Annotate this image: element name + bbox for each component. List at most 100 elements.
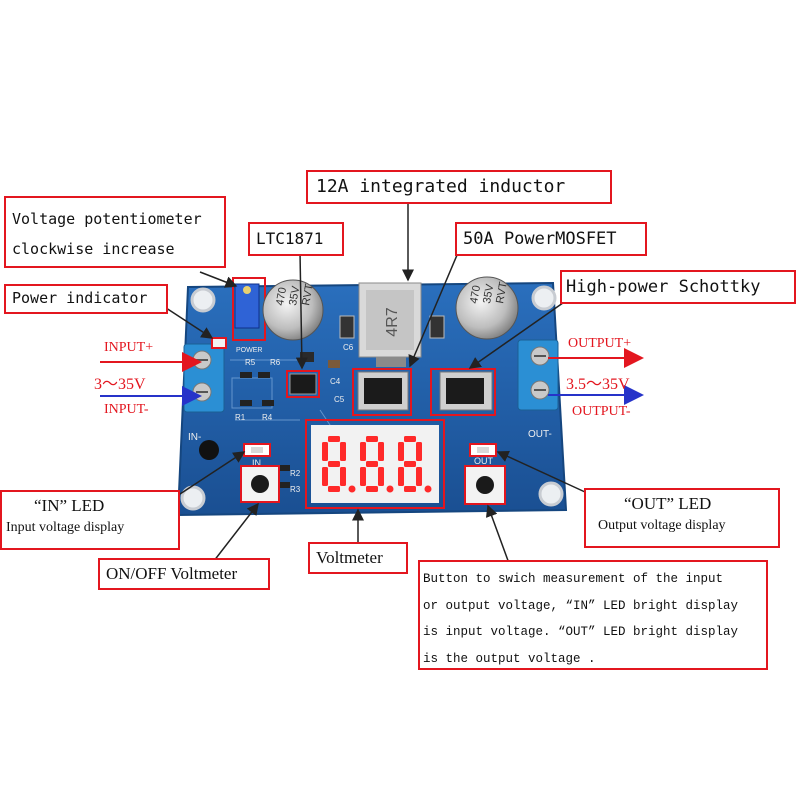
- in-silk: IN: [252, 458, 261, 468]
- input-terminal: [183, 343, 225, 413]
- callout-out-led: “OUT” LED Output voltage display: [584, 488, 780, 548]
- callout-power-indicator-text: Power indicator: [12, 289, 148, 307]
- seven-segment-display: [305, 419, 445, 509]
- callout-in-led: “IN” LED Input voltage display: [0, 490, 180, 550]
- callout-button: Button to swich measurement of the input…: [418, 560, 768, 670]
- segment-d: [328, 486, 340, 492]
- potentiometer: [232, 277, 266, 341]
- callout-button-line2: or output voltage, “IN” LED bright displ…: [423, 598, 739, 613]
- segment-d: [366, 486, 378, 492]
- callout-onoff-voltmeter: ON/OFF Voltmeter: [98, 558, 270, 590]
- button-cap-icon: [251, 475, 269, 493]
- cap-brand-label: RVT: [494, 281, 510, 305]
- ref-r3: R3: [290, 485, 301, 494]
- segment-g: [366, 461, 378, 467]
- capacitor-left: 470 35V RVT: [262, 279, 324, 341]
- cap-brand-label: RVT: [300, 283, 316, 307]
- input-range-label: 3～35V: [94, 376, 146, 393]
- ref-r4: R4: [262, 413, 273, 422]
- mounting-hole-icon: [538, 481, 564, 507]
- segment-g: [328, 461, 340, 467]
- callout-mosfet-text: 50A PowerMOSFET: [463, 229, 617, 249]
- callout-voltmeter: Voltmeter: [308, 542, 408, 574]
- ref-c6: C6: [343, 343, 354, 352]
- segment-f: [322, 442, 328, 461]
- segment-e: [360, 467, 366, 486]
- leader-lines: [159, 202, 586, 567]
- callout-potentiometer-line2: clockwise increase: [12, 240, 175, 258]
- segment-a: [366, 436, 378, 442]
- callout-button-line3: is input voltage. “OUT” LED bright displ…: [423, 625, 739, 639]
- output-terminal: [517, 339, 559, 411]
- mosfet: [352, 368, 412, 416]
- ref-r2: R2: [290, 469, 301, 478]
- segment-c: [340, 467, 346, 486]
- output-minus-label: OUTPUT-: [572, 404, 631, 419]
- callout-mosfet: 50A PowerMOSFET: [455, 222, 647, 256]
- pot-screw-icon: [243, 286, 251, 294]
- display-digit: [398, 436, 432, 493]
- out-led: OUT: [469, 443, 497, 466]
- display-digit: [360, 436, 394, 493]
- callout-button-line4: is the output voltage .: [423, 651, 596, 666]
- segment-c: [378, 467, 384, 486]
- callout-onoff-voltmeter-text: ON/OFF Voltmeter: [106, 564, 238, 583]
- mounting-hole-icon: [190, 287, 216, 313]
- segment-f: [398, 442, 404, 461]
- ltc1871-chip: [286, 370, 320, 398]
- callout-ltc1871-text: LTC1871: [256, 229, 324, 248]
- segment-e: [398, 467, 404, 486]
- inductor: 4R7: [358, 282, 422, 367]
- cap-value-label: 470: [468, 284, 483, 304]
- segment-g: [404, 461, 416, 467]
- out-minus-silk: OUT-: [528, 429, 552, 440]
- output-plus-label: OUTPUT+: [568, 336, 632, 351]
- callout-schottky: High-power Schottky: [560, 270, 796, 304]
- segment-f: [360, 442, 366, 461]
- mounting-hole-icon: [180, 485, 206, 511]
- callout-out-led-line2: Output voltage display: [598, 518, 726, 533]
- callout-power-indicator: Power indicator: [4, 284, 168, 314]
- output-range-label: 3.5～35V: [566, 376, 630, 393]
- callout-in-led-line1: “IN” LED: [34, 496, 105, 515]
- inductor-code-label: 4R7: [384, 307, 401, 336]
- ref-c4: C4: [330, 377, 341, 386]
- callout-potentiometer-line1: Voltage potentiometer: [12, 210, 202, 228]
- input-minus-label: INPUT-: [104, 402, 149, 417]
- decimal-point: [424, 485, 432, 493]
- cap-voltage-label: 35V: [287, 285, 302, 307]
- in-led: IN: [243, 443, 271, 468]
- io-arrows: [100, 348, 644, 406]
- segment-a: [404, 436, 416, 442]
- segment-a: [328, 436, 340, 442]
- schottky-diode: [430, 368, 496, 416]
- callout-in-led-line2: Input voltage display: [6, 520, 125, 535]
- callout-potentiometer: Voltage potentiometer clockwise increase: [4, 196, 226, 268]
- callout-inductor: 12A integrated inductor: [306, 170, 612, 204]
- switch-button[interactable]: [464, 465, 506, 505]
- mounting-hole-icon: [531, 285, 557, 311]
- power-silk: POWER: [236, 347, 262, 354]
- decimal-point: [386, 485, 394, 493]
- out-silk: OUT: [474, 456, 494, 466]
- ref-r6: R6: [270, 358, 281, 367]
- transistor: [199, 440, 219, 460]
- segment-e: [322, 467, 328, 486]
- ref-r1: R1: [235, 413, 246, 422]
- in-minus-silk: IN-: [188, 432, 201, 443]
- segment-b: [416, 442, 422, 461]
- decimal-point: [348, 485, 356, 493]
- capacitor-right: 470 35V RVT: [455, 276, 519, 340]
- power-led: POWER: [211, 337, 262, 354]
- segment-b: [340, 442, 346, 461]
- onoff-button[interactable]: [240, 465, 280, 503]
- segment-d: [404, 486, 416, 492]
- display-digits: [322, 436, 432, 493]
- ref-r5: R5: [245, 358, 256, 367]
- cap-value-label: 470: [274, 286, 289, 306]
- segment-c: [416, 467, 422, 486]
- callout-ltc1871: LTC1871: [248, 222, 344, 256]
- display-digit: [322, 436, 356, 493]
- segment-b: [378, 442, 384, 461]
